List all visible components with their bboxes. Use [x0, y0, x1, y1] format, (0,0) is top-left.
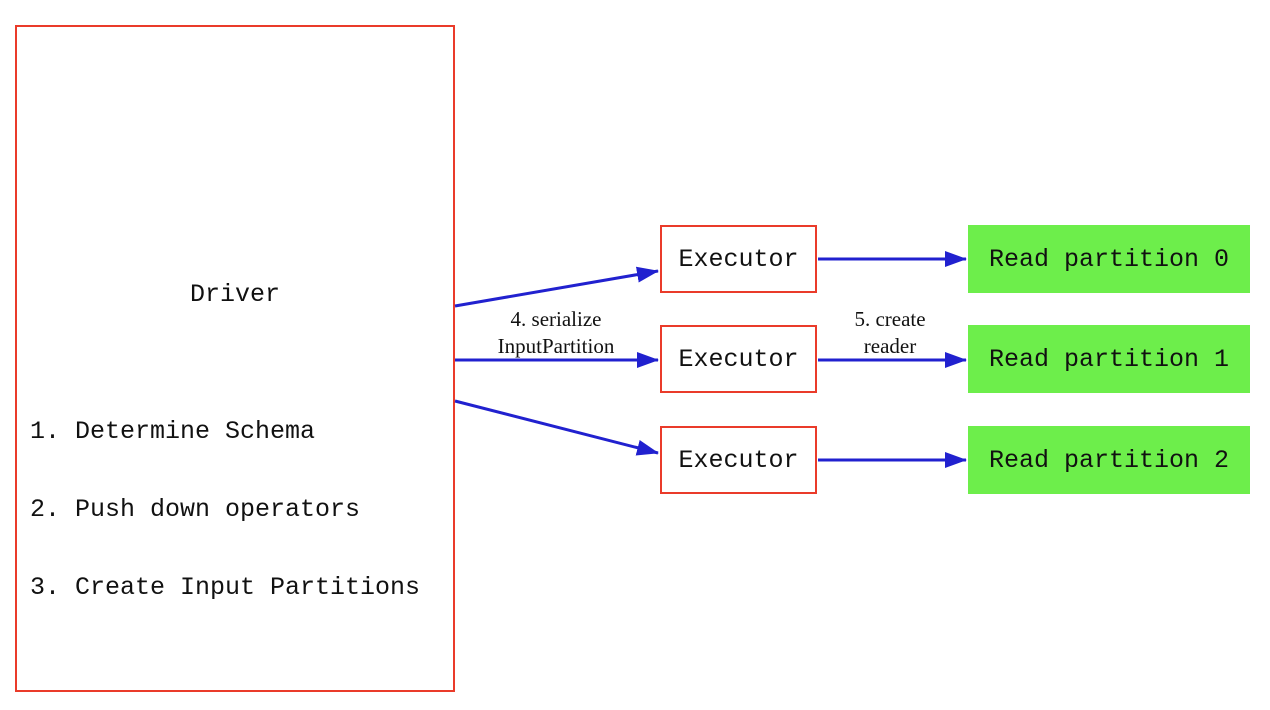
- executor-label-0: Executor: [678, 244, 799, 274]
- driver-step-2: 2. Push down operators: [30, 495, 361, 524]
- read-partition-label-1: Read partition 1: [988, 344, 1230, 374]
- edge-label-reader-line2: reader: [863, 334, 917, 358]
- edge-label-serialize-line2: InputPartition: [497, 334, 615, 358]
- driver-step-3: 3. Create Input Partitions: [30, 573, 421, 602]
- edge-label-serialize-inputpartition: 4. serialize InputPartition: [446, 306, 666, 360]
- read-partition-box-2: Read partition 2: [968, 426, 1250, 494]
- driver-box: Driver 1. Determine Schema 2. Push down …: [15, 25, 455, 692]
- executor-label-2: Executor: [678, 445, 799, 475]
- read-partition-label-2: Read partition 2: [988, 445, 1230, 475]
- executor-box-0: Executor: [660, 225, 817, 293]
- edge-label-serialize-line1: 4. serialize: [510, 307, 602, 331]
- executor-box-1: Executor: [660, 325, 817, 393]
- read-partition-box-0: Read partition 0: [968, 225, 1250, 293]
- driver-steps-list: 1. Determine Schema 2. Push down operato…: [30, 367, 420, 653]
- edge-label-reader-line1: 5. create: [854, 307, 926, 331]
- arrow-driver-to-executor-0: [454, 266, 659, 308]
- read-partition-box-1: Read partition 1: [968, 325, 1250, 393]
- driver-title: Driver: [189, 280, 280, 309]
- edge-label-create-reader: 5. create reader: [780, 306, 1000, 360]
- read-partition-label-0: Read partition 0: [988, 244, 1230, 274]
- executor-label-1: Executor: [678, 344, 799, 374]
- executor-box-2: Executor: [660, 426, 817, 494]
- arrow-driver-to-executor-2: [454, 399, 659, 456]
- driver-step-1: 1. Determine Schema: [30, 417, 316, 446]
